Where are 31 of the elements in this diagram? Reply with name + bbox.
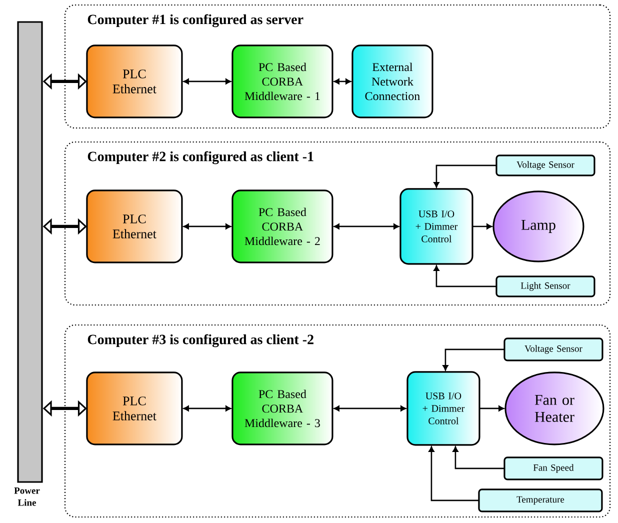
plc-box: PLC Ethernet [86,372,183,446]
sensor-box: Temperature [478,488,603,512]
arrow [479,406,504,412]
arrow [183,406,232,412]
arrow [334,406,406,412]
sensor-box: Voltage Sensor [496,154,596,176]
arrow [442,348,504,371]
arrow [183,78,232,84]
arrow [334,78,352,84]
group-title: Computer #3 is configured as client -2 [88,334,314,348]
middleware-box: PC Based CORBA Middleware - 2 [232,190,334,264]
arrow [452,446,504,470]
middleware-box: PC Based CORBA Middleware - 1 [232,44,334,118]
arrow [472,224,492,230]
group-title: Computer #1 is configured as server [88,14,304,28]
arrow [434,265,496,288]
arrow [428,446,479,502]
controller-box: USB I/O + Dimmer Control [400,188,474,265]
middleware-box: PC Based CORBA Middleware - 3 [232,372,334,446]
sensor-box: Voltage Sensor [504,338,604,362]
sensor-box: Light Sensor [496,276,596,298]
plc-box: PLC Ethernet [86,44,183,118]
bar-label: Power Line [14,488,40,506]
arrow [183,224,232,230]
plc-box: PLC Ethernet [86,190,183,264]
arrow [334,224,400,230]
sensor-box: Fan Speed [504,456,604,480]
group-title: Computer #2 is configured as client -1 [88,151,314,164]
controller-box: USB I/O + Dimmer Control [406,371,480,446]
arrow [434,164,496,188]
network-box: External Network Connection [352,44,434,118]
